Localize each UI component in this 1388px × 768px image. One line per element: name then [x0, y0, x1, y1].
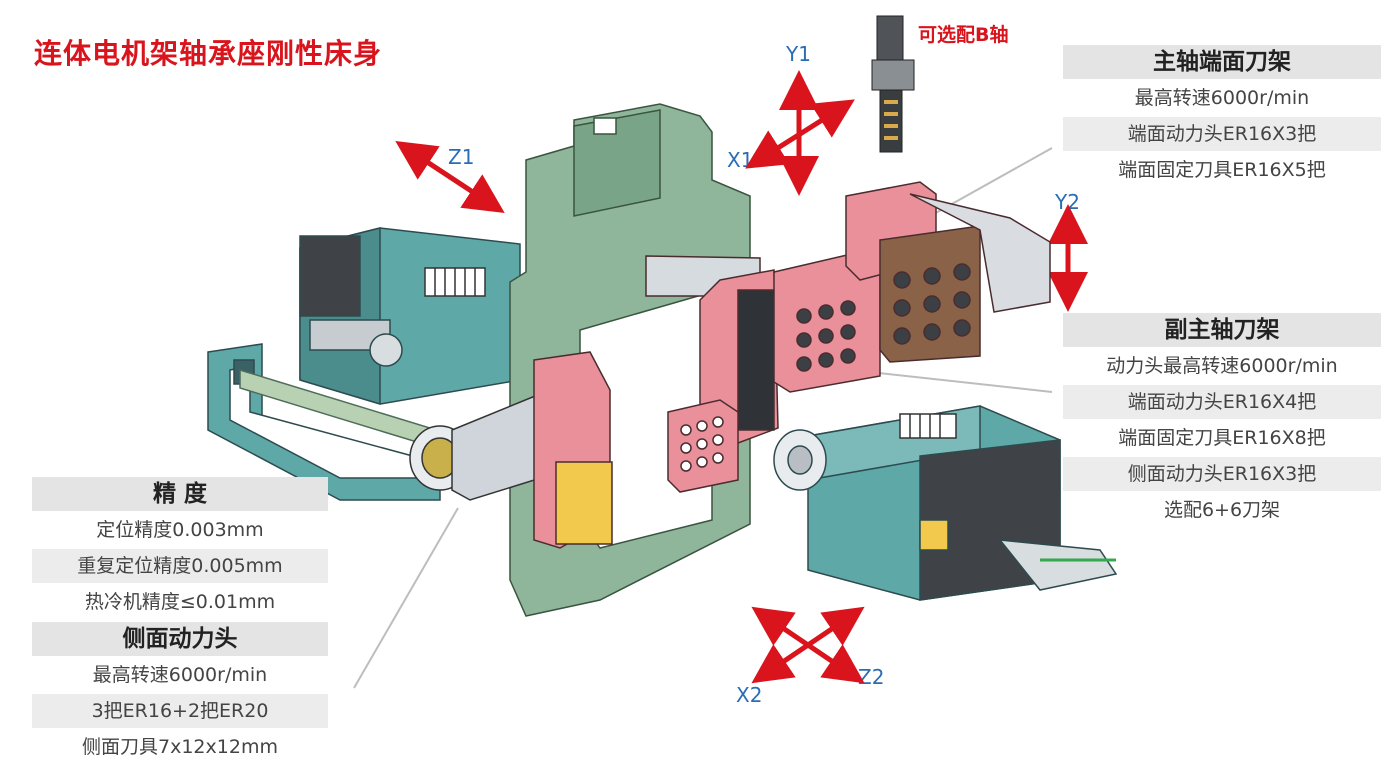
side-live-tool-head [409, 392, 561, 501]
spec-line: 侧面刀具7x12x12mm [82, 736, 278, 758]
sub-spindle-housing [773, 405, 1118, 601]
spec-line: 端面固定刀具ER16X5把 [1118, 159, 1326, 181]
panel-heading: 精 度 [32, 477, 328, 511]
page-title: 连体电机架轴承座刚性床身 [34, 37, 383, 70]
spec-line: 热冷机精度≤0.01mm [84, 591, 276, 613]
spec-line: 3把ER16+2把ER20 [32, 694, 328, 728]
axis-arrows [395, 70, 1088, 684]
b-axis-option-label: 可选配B轴 [918, 24, 1009, 46]
spec-line: 重复定位精度0.005mm [32, 549, 328, 583]
spec-line: 端面固定刀具ER16X8把 [1118, 427, 1326, 449]
spec-line: 最高转速6000r/min [1134, 87, 1310, 109]
spec-line: 侧面动力头ER16X3把 [1063, 457, 1381, 491]
panel-heading: 副主轴刀架 [1063, 313, 1381, 347]
panel-heading: 侧面动力头 [32, 622, 328, 656]
spec-line: 最高转速6000r/min [92, 664, 268, 686]
panel-sub-spindle-turret: 副主轴刀架 动力头最高转速6000r/min 端面动力头ER16X4把 端面固定… [1063, 313, 1381, 527]
b-axis-unit [871, 15, 915, 153]
axis-label-y1: Y1 [786, 42, 811, 66]
spec-line: 定位精度0.003mm [96, 519, 264, 541]
spec-line: 选配6+6刀架 [1163, 499, 1281, 521]
panel-main-spindle-face-turret: 主轴端面刀架 最高转速6000r/min 端面动力头ER16X3把 端面固定刀具… [1063, 45, 1381, 187]
panel-heading: 主轴端面刀架 [1063, 45, 1381, 79]
axis-label-x2: X2 [736, 683, 763, 707]
spec-line: 动力头最高转速6000r/min [1106, 355, 1338, 377]
panel-side-live-tool: 侧面动力头 最高转速6000r/min 3把ER16+2把ER20 侧面刀具7x… [32, 622, 328, 764]
spec-line: 端面动力头ER16X4把 [1063, 385, 1381, 419]
main-spindle-housing [299, 227, 521, 406]
spec-line: 端面动力头ER16X3把 [1063, 117, 1381, 151]
main-spindle-face-turret [533, 255, 779, 549]
sub-spindle-turret [773, 181, 1051, 393]
panel-precision: 精 度 定位精度0.003mm 重复定位精度0.005mm 热冷机精度≤0.01… [32, 477, 328, 619]
